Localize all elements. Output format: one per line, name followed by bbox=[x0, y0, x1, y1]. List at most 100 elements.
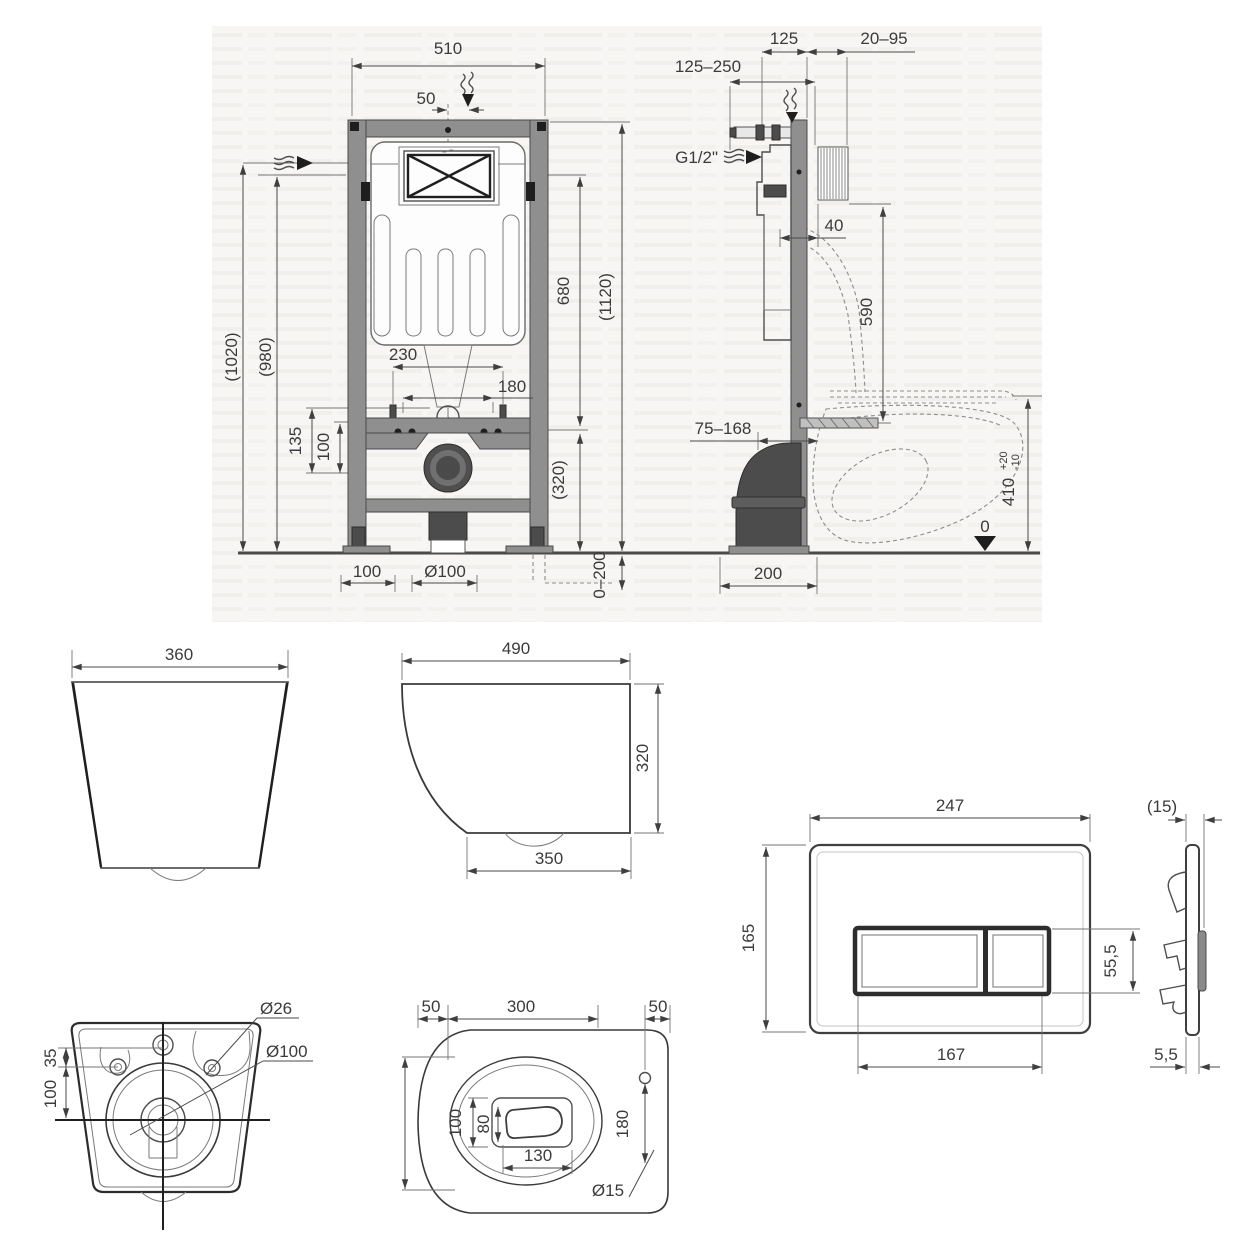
dim-180: 180 bbox=[498, 377, 526, 396]
dim-590: 590 bbox=[857, 298, 876, 326]
side-base-plate bbox=[728, 545, 810, 555]
dim-350: 350 bbox=[535, 849, 563, 868]
dim-230: 230 bbox=[389, 345, 417, 364]
trap-funnel bbox=[505, 1106, 563, 1140]
left-foot bbox=[351, 526, 366, 547]
dim-1120: (1120) bbox=[596, 273, 615, 321]
plate-mounting-clips bbox=[1159, 871, 1187, 1015]
dim-15: (15) bbox=[1147, 797, 1177, 816]
dim-135: 135 bbox=[286, 427, 305, 455]
dim-167: 167 bbox=[937, 1045, 965, 1064]
mounting-rail bbox=[365, 417, 531, 434]
dim-165: 165 bbox=[739, 924, 758, 952]
flush-plate-dimensions: 247 165 55,5 167 bbox=[739, 796, 1140, 1074]
frame-front-structure bbox=[273, 71, 554, 554]
bowl-top-dimensions: 50 300 50 100 80 130 180 Ø15 bbox=[401, 997, 671, 1200]
dim-980: (980) bbox=[256, 337, 275, 377]
right-foot bbox=[530, 526, 545, 547]
dim-125-250: 125–250 bbox=[675, 57, 741, 76]
label-zero: 0 bbox=[980, 517, 989, 536]
dim-490: 490 bbox=[502, 639, 530, 658]
water-supply-arrow-icon bbox=[273, 155, 313, 171]
dim-320: (320) bbox=[549, 460, 568, 500]
bowl-side-drain-arc bbox=[504, 832, 565, 847]
inlet-arrow-icon bbox=[723, 148, 762, 164]
leader-d100: Ø100 bbox=[129, 1042, 313, 1136]
dim-80: 80 bbox=[474, 1115, 493, 1134]
label-d100: Ø100 bbox=[266, 1042, 308, 1061]
dim-100-foot: 100 bbox=[353, 562, 381, 581]
plate-profile-body bbox=[1185, 844, 1200, 1036]
bracket-wing-left bbox=[365, 432, 429, 450]
drain-block bbox=[428, 511, 468, 541]
right-cutout bbox=[192, 1030, 251, 1076]
frame-side-dimensions: 125–250 125 20–95 G1/2" 40 590 75–168 41… bbox=[675, 29, 1032, 590]
label-g12-inlet: G1/2" bbox=[675, 148, 718, 167]
flush-bend bbox=[423, 344, 473, 408]
bowl-bottom-inner-edge bbox=[78, 1028, 254, 1188]
dim-410-tolerance: 410 +20 -10 bbox=[998, 451, 1022, 506]
seat-bolt-hole bbox=[638, 1071, 652, 1085]
button-divider bbox=[983, 930, 988, 992]
dim-360: 360 bbox=[165, 645, 193, 664]
right-foot-plate bbox=[505, 545, 554, 554]
zero-level-mark bbox=[974, 536, 996, 551]
dim-drain-d100: Ø100 bbox=[424, 562, 466, 581]
dim-75-168: 75–168 bbox=[695, 419, 752, 438]
dim-50-right: 50 bbox=[649, 997, 668, 1016]
bowl-side-view: 490 320 350 bbox=[401, 639, 664, 879]
dim-247: 247 bbox=[936, 796, 964, 815]
dim-5-5: 5,5 bbox=[1154, 1045, 1178, 1064]
dim-320-side: 320 bbox=[633, 744, 652, 772]
bowl-bottom-outline bbox=[70, 1021, 262, 1194]
dim-0-200: 0–200 bbox=[590, 551, 609, 598]
flush-distributor bbox=[491, 1097, 573, 1148]
dashed-bowl-silhouette bbox=[803, 227, 1024, 544]
dim-100-bracket: 100 bbox=[314, 433, 333, 461]
dim-410-tol-plus: +20 bbox=[998, 451, 1010, 470]
fill-valve-connector bbox=[763, 184, 787, 198]
cistern-profile bbox=[756, 144, 792, 341]
dim-180-top: 180 bbox=[613, 1110, 632, 1138]
dim-100-top: 100 bbox=[446, 1109, 465, 1137]
label-d26: Ø26 bbox=[260, 999, 292, 1018]
dim-50-left: 50 bbox=[422, 997, 441, 1016]
scan-texture-background bbox=[212, 26, 1042, 622]
bowl-front-outline bbox=[71, 681, 289, 869]
bowl-side-dimensions: 490 320 350 bbox=[401, 639, 664, 879]
flush-plate-front-view: 247 165 55,5 167 bbox=[739, 796, 1140, 1074]
dim-55-5: 55,5 bbox=[1101, 944, 1120, 977]
dim-20-95: 20–95 bbox=[860, 29, 907, 48]
label-d15: Ø15 bbox=[592, 1181, 624, 1200]
plate-profile-button-bump bbox=[1197, 930, 1207, 992]
dim-300: 300 bbox=[507, 997, 535, 1016]
flush-plate-profile-view: (15) 5,5 bbox=[1147, 797, 1222, 1074]
frame-front-dimensions: 510 50 (1020) (980) 680 (320) (1120) 0–2… bbox=[222, 39, 626, 599]
frame-front-view: 510 50 (1020) (980) 680 (320) (1120) 0–2… bbox=[222, 39, 1040, 599]
dim-680: 680 bbox=[554, 277, 573, 305]
bowl-top-view: 50 300 50 100 80 130 180 Ø15 bbox=[401, 997, 671, 1214]
flush-pipe-arrow-icon bbox=[460, 71, 474, 107]
lower-rail bbox=[365, 498, 531, 513]
dim-100-bottom: 100 bbox=[41, 1080, 60, 1108]
left-foot-plate bbox=[342, 545, 391, 554]
outlet-elbow bbox=[735, 442, 802, 547]
bowl-front-drain-arc bbox=[149, 867, 207, 881]
water-inlet-pipe bbox=[729, 124, 792, 141]
dim-40: 40 bbox=[825, 216, 844, 235]
dim-410: 410 bbox=[999, 478, 1018, 506]
dim-200: 200 bbox=[754, 564, 782, 583]
left-cutout bbox=[99, 1046, 131, 1074]
bowl-front-view: 360 bbox=[71, 645, 289, 881]
bowl-side-outline bbox=[401, 683, 631, 834]
bracket-wing-right bbox=[467, 432, 531, 450]
dim-35: 35 bbox=[41, 1049, 60, 1068]
flush-plate-inner-edge bbox=[816, 851, 1084, 1027]
cistern-body bbox=[370, 141, 526, 346]
rim-inner bbox=[457, 1064, 595, 1178]
wall-section-hatch bbox=[817, 146, 849, 201]
dim-510: 510 bbox=[434, 39, 462, 58]
access-window bbox=[398, 146, 500, 206]
